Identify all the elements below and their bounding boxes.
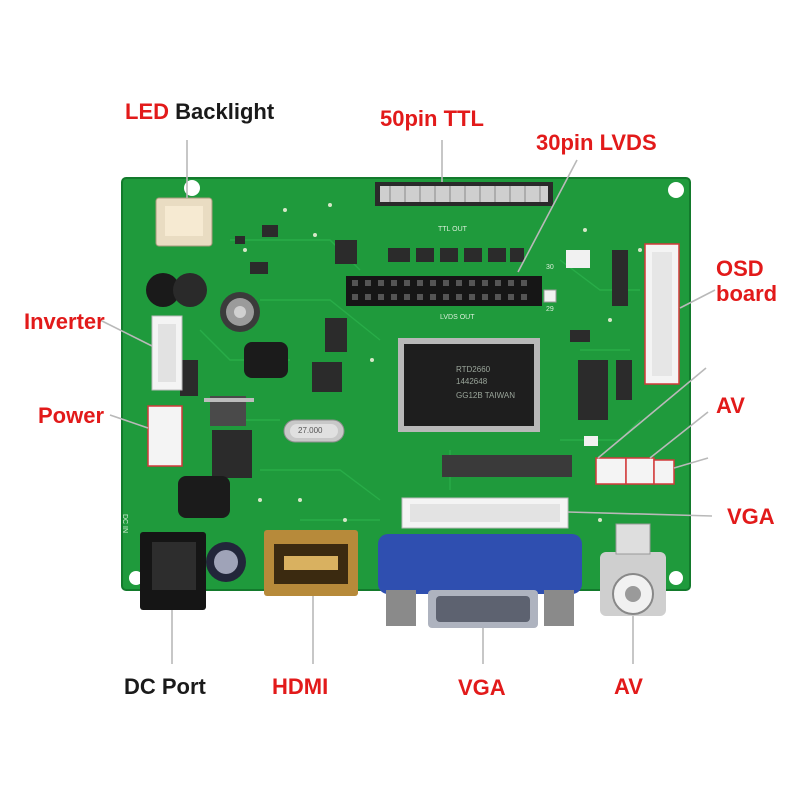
label-50pin-ttl: 50pin TTL xyxy=(380,106,484,131)
lvds-30pin-header xyxy=(346,276,557,306)
label-hdmi: HDMI xyxy=(272,674,329,699)
osd-board-connector xyxy=(644,243,680,385)
chip-marking-line2: 1442648 xyxy=(456,377,488,386)
label-vga-right: VGA xyxy=(727,504,775,529)
label-backlight-text: Backlight xyxy=(175,99,275,124)
lvds-out-silkscreen: LVDS OUT xyxy=(440,314,475,321)
crystal-marking: 27.000 xyxy=(298,426,323,435)
label-osd-line1: OSD xyxy=(716,256,764,281)
label-inverter: Inverter xyxy=(24,309,105,334)
label-led-backlight: LED Backlight xyxy=(125,101,274,123)
chip-marking-line3: GG12B TAIWAN xyxy=(456,391,515,400)
dc-port xyxy=(140,532,206,610)
label-osd-line2: board xyxy=(716,281,778,306)
inductor-left-top xyxy=(146,273,207,307)
label-dc-port: DC Port xyxy=(124,674,206,699)
electrolytic-capacitor-bottom xyxy=(206,542,246,582)
vga-header-connector xyxy=(401,497,569,529)
pin-30-silkscreen: 30 xyxy=(546,264,554,271)
vga-port xyxy=(378,534,582,628)
dc-in-silkscreen: DC IN xyxy=(121,514,128,534)
label-vga-bottom: VGA xyxy=(458,675,506,700)
chip-marking-line1: RTD2660 xyxy=(456,365,491,374)
main-scaler-chip xyxy=(398,338,540,432)
av-rca-port xyxy=(600,523,666,616)
inductor-middle xyxy=(244,342,288,378)
pin-29-silkscreen: 29 xyxy=(546,306,554,313)
ttl-50pin-connector xyxy=(375,182,553,206)
led-backlight-connector xyxy=(155,197,213,247)
label-30pin-lvds: 30pin LVDS xyxy=(536,130,657,155)
ttl-out-silkscreen: TTL OUT xyxy=(438,226,467,233)
av-connectors xyxy=(595,457,675,485)
callout-lines xyxy=(99,140,716,664)
power-connector xyxy=(147,405,183,467)
electrolytic-capacitor-top xyxy=(220,292,260,332)
inductor-bottom xyxy=(178,476,230,518)
smd-components xyxy=(180,225,632,478)
label-av-right: AV xyxy=(716,393,745,418)
label-power: Power xyxy=(38,403,105,428)
inverter-connector xyxy=(151,315,183,391)
crystal-oscillator xyxy=(283,419,345,443)
label-av-bottom: AV xyxy=(614,674,643,699)
hdmi-port xyxy=(264,530,358,596)
label-led-accent: LED xyxy=(125,99,169,124)
